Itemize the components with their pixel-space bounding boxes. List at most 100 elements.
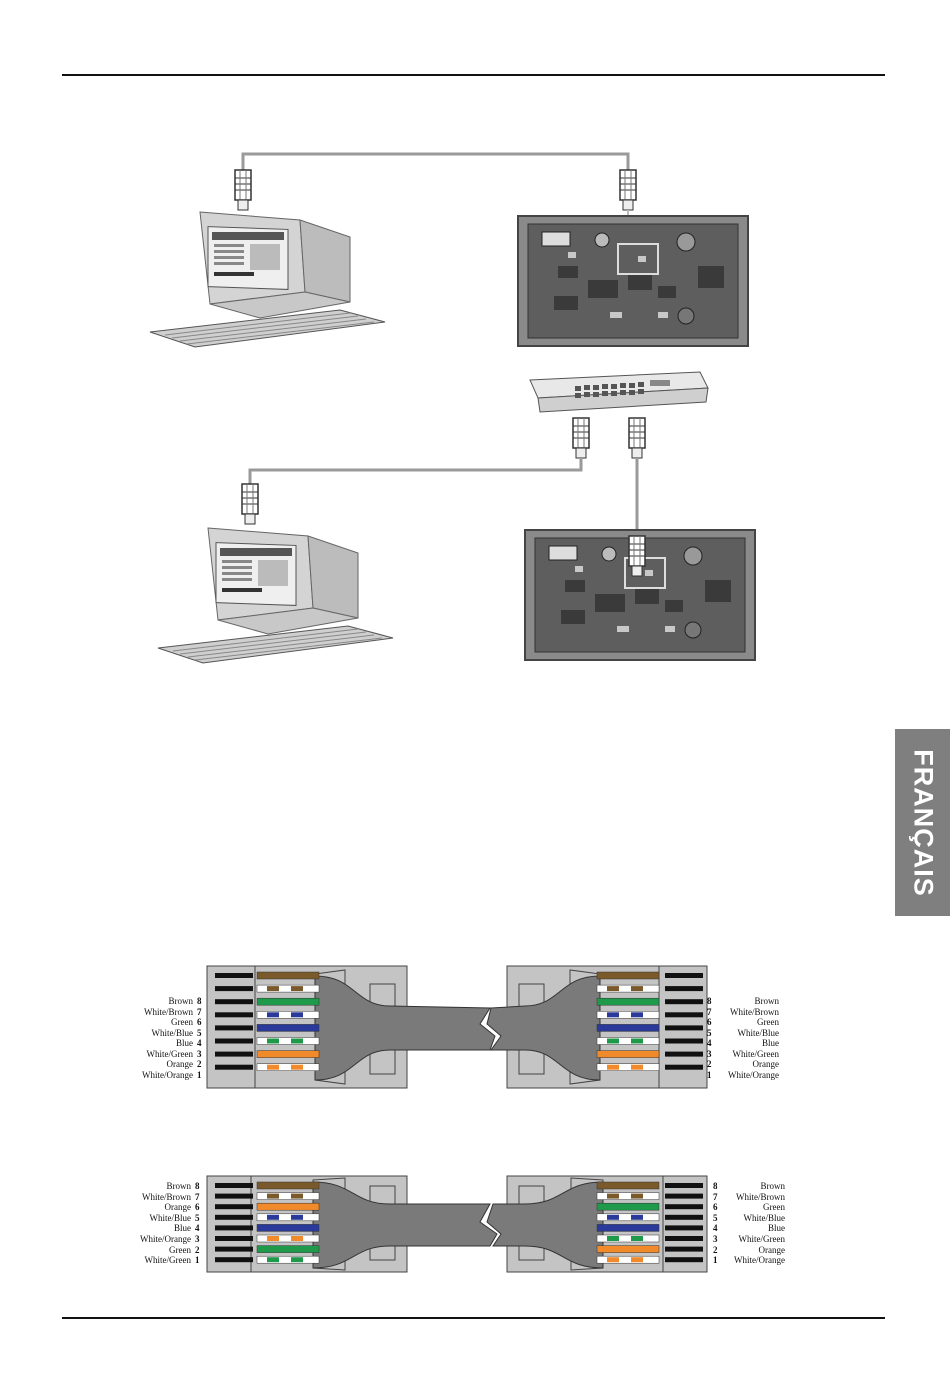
pin-number: 1 — [707, 1069, 712, 1080]
pin-number: 8 — [713, 1181, 718, 1191]
pin-number: 6 — [707, 1017, 712, 1027]
pin-label: White/Orange — [728, 1069, 779, 1080]
pin-label: Green — [169, 1244, 191, 1255]
pin-contact — [665, 1214, 703, 1220]
pin-contact — [665, 1183, 703, 1188]
pin-label: Green — [757, 1017, 779, 1027]
wire-stripe — [631, 1193, 643, 1199]
wire-stripe — [267, 1038, 279, 1044]
pin-number: 2 — [713, 1244, 718, 1255]
wire-white-orange — [256, 1063, 320, 1071]
pin-contact — [215, 1025, 253, 1031]
wire-white-orange — [596, 1255, 660, 1264]
wire-white-brown — [256, 1192, 320, 1200]
pin-contact — [215, 1236, 253, 1241]
wire-stripe — [607, 986, 619, 992]
pin-number: 5 — [707, 1027, 712, 1038]
pin-contact — [215, 999, 253, 1005]
network-illustration — [149, 152, 756, 664]
pin-number: 3 — [197, 1048, 202, 1059]
pin-contact — [215, 1038, 253, 1044]
wire-stripe — [631, 1214, 643, 1220]
wire-stripe — [607, 1214, 619, 1220]
pin-label: White/Green — [738, 1234, 785, 1244]
pin-label: White/Blue — [151, 1027, 194, 1038]
footer-rule — [62, 1317, 885, 1319]
wire-blue — [256, 1224, 320, 1232]
pin-label: White/Brown — [144, 1006, 193, 1017]
wire-orange — [256, 1050, 320, 1058]
pin-number: 1 — [195, 1255, 200, 1266]
pin-contact — [215, 1183, 253, 1188]
pin-number: 5 — [713, 1212, 718, 1223]
wire-white-blue — [596, 1213, 660, 1222]
wire-stripe — [291, 1012, 303, 1018]
wire-white-blue — [596, 1011, 660, 1019]
pin-number: 7 — [195, 1191, 200, 1202]
pin-number: 8 — [195, 1181, 200, 1191]
pin-contact — [215, 1257, 253, 1263]
pin-contact — [665, 1051, 703, 1057]
pin-number: 4 — [195, 1223, 200, 1234]
network-switch — [529, 371, 709, 413]
wire-white-brown — [596, 984, 660, 993]
wire-white-orange — [256, 1234, 320, 1243]
wire-green — [596, 997, 660, 1006]
wire-white-green — [596, 1234, 660, 1243]
wire-brown — [256, 1181, 320, 1190]
wire-white-green — [596, 1037, 660, 1045]
wire-stripe — [267, 1214, 279, 1220]
pin-label: Orange — [164, 1202, 192, 1213]
pin-label: White/Orange — [142, 1069, 193, 1080]
pin-contact — [665, 1236, 703, 1241]
wire-green — [256, 997, 320, 1006]
pin-contact — [665, 1038, 703, 1044]
pin-label: White/Green — [732, 1048, 779, 1059]
pin-contact — [665, 1204, 703, 1210]
pin-label: Blue — [762, 1038, 779, 1048]
wire-white-brown — [256, 984, 320, 993]
pin-label: White/Brown — [730, 1006, 779, 1017]
wire-white-green — [256, 1037, 320, 1045]
pin-label: White/Orange — [140, 1234, 191, 1244]
wire-stripe — [267, 1236, 279, 1241]
pin-label: White/Blue — [743, 1212, 786, 1223]
pin-label: White/Brown — [142, 1191, 191, 1202]
wire-brown — [256, 971, 320, 980]
pin-contact — [665, 1064, 703, 1070]
wire-stripe — [291, 1038, 303, 1044]
pin-contact — [665, 1025, 703, 1031]
pin-label: Green — [763, 1202, 785, 1213]
wire-blue — [596, 1224, 660, 1232]
wire-white-green — [256, 1255, 320, 1264]
wire-green — [596, 1202, 660, 1211]
pin-label: Blue — [768, 1223, 785, 1234]
wire-stripe — [267, 1012, 279, 1018]
language-tab[interactable]: FRANÇAIS — [895, 729, 950, 916]
pin-contact — [665, 1225, 703, 1231]
pin-label: Brown — [760, 1181, 786, 1191]
pin-number: 4 — [197, 1038, 202, 1048]
pin-label: White/Blue — [149, 1212, 192, 1223]
pin-label: White/Blue — [737, 1027, 780, 1038]
wire-stripe — [631, 1038, 643, 1044]
wire-white-blue — [256, 1213, 320, 1222]
wire-stripe — [631, 1257, 643, 1263]
pin-contact — [215, 1225, 253, 1231]
pin-contact — [665, 999, 703, 1005]
language-tab-label: FRANÇAIS — [908, 748, 938, 897]
wire-stripe — [631, 1064, 643, 1070]
pin-label: Blue — [174, 1223, 191, 1234]
pin-number: 2 — [195, 1244, 200, 1255]
pin-label: White/Green — [146, 1048, 193, 1059]
pin-contact — [215, 1012, 253, 1018]
pin-number: 3 — [195, 1234, 200, 1244]
pin-label: Orange — [166, 1059, 194, 1069]
wire-orange — [256, 1202, 320, 1211]
pin-contact — [215, 1064, 253, 1070]
wire-white-orange — [596, 1063, 660, 1071]
wire-stripe — [291, 1214, 303, 1220]
pin-number: 7 — [713, 1191, 718, 1202]
pin-number: 7 — [707, 1006, 712, 1017]
pin-contact — [665, 1193, 703, 1199]
